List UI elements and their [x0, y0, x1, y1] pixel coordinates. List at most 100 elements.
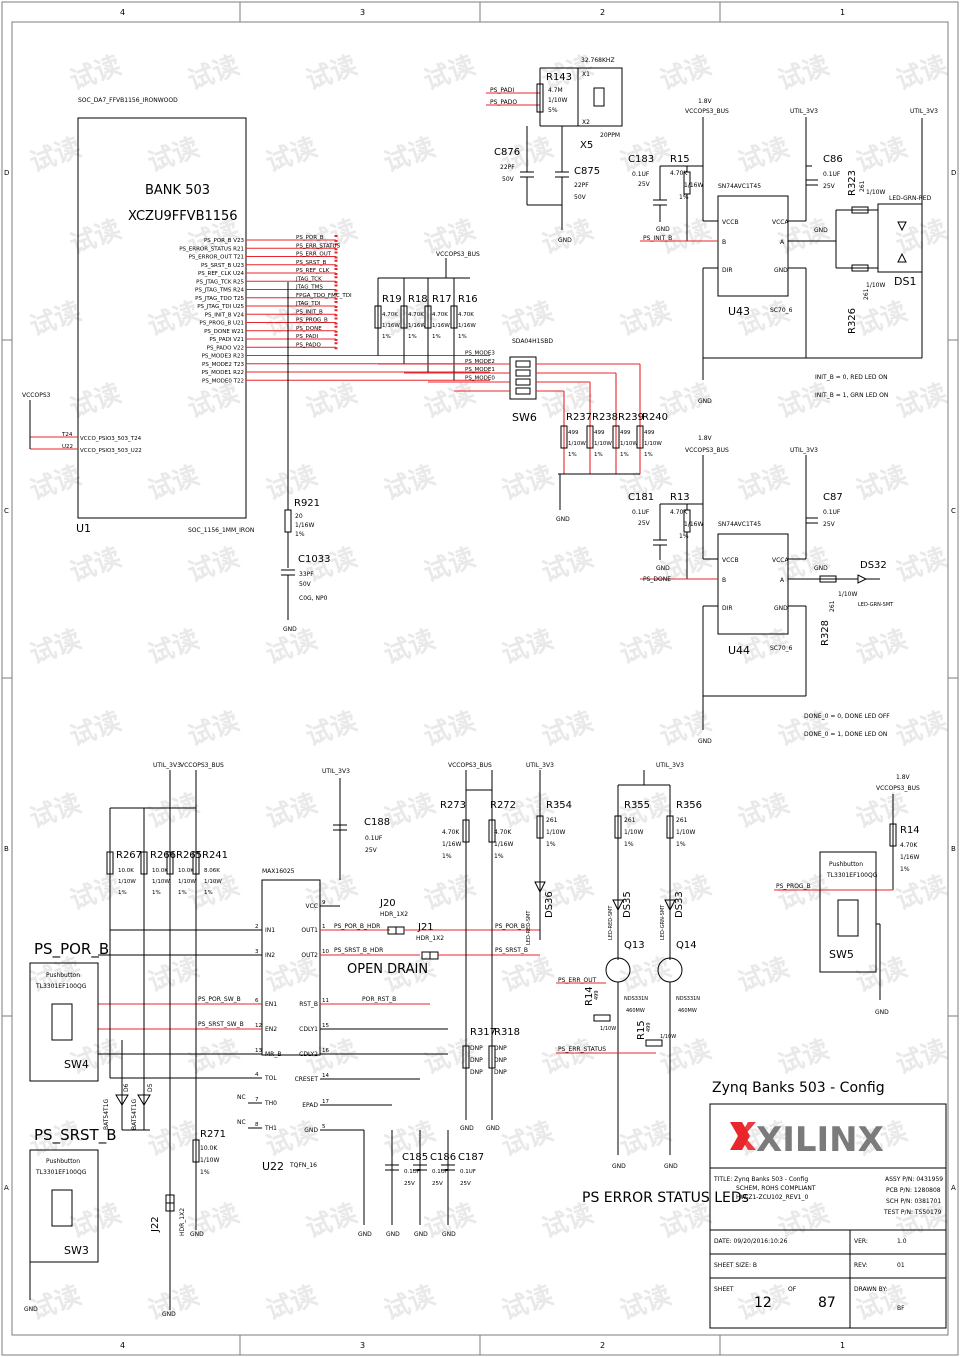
r271-tol: 1%	[200, 1169, 210, 1176]
c875-value: 22PF	[574, 182, 589, 189]
u22-pin-num: 3	[255, 949, 259, 955]
u43-pin: A	[780, 239, 785, 246]
r356-value: 261	[676, 817, 688, 824]
q13-ref: Q13	[624, 940, 645, 951]
r355-ref: R355	[624, 800, 650, 811]
u22-pin: CDLY1	[299, 1026, 318, 1033]
x5-pin: X1	[582, 71, 590, 78]
sw5-pn: TL3301EF100QG	[826, 872, 878, 879]
u44-pin: DIR	[722, 605, 733, 612]
r13-value: 4.70K	[670, 509, 688, 516]
c87-ref: C87	[823, 492, 843, 503]
c181-volt: 25V	[638, 520, 651, 527]
u22-pin-num: 5	[322, 1124, 326, 1130]
sw4-part: Pushbutton	[46, 972, 80, 979]
row-label: A	[4, 1184, 9, 1192]
watermark-text: 试读	[144, 297, 203, 343]
watermark-text: 试读	[616, 1117, 675, 1163]
u22-pin: TH0	[264, 1100, 277, 1107]
watermark-text: 试读	[66, 871, 125, 917]
watermark-text: 试读	[144, 953, 203, 999]
u22-pin: IN2	[265, 952, 275, 959]
gnd-label: GND	[460, 1125, 474, 1132]
watermark-text: 试读	[892, 51, 951, 97]
r356-power: 1/10W	[676, 829, 695, 836]
watermark-text: 试读	[892, 707, 951, 753]
u22-pin: EPAD	[302, 1102, 318, 1109]
gnd-label: GND	[875, 1009, 889, 1016]
u22-pin: EN1	[265, 1001, 277, 1008]
col-label: 3	[360, 1341, 365, 1350]
u43-pkg: SC70_6	[770, 307, 793, 314]
r318-value: DNP	[494, 1057, 507, 1064]
gnd-label: GND	[698, 398, 712, 405]
r356-tol: 1%	[676, 841, 686, 848]
mode-pulldown-spec: 499	[594, 430, 605, 436]
reset-pullup-ref: R266	[150, 850, 176, 861]
u22-pin-num: 17	[322, 1099, 329, 1105]
watermark-text: 试读	[184, 1035, 243, 1081]
col-label: 1	[840, 1341, 845, 1350]
watermark-text: 试读	[538, 707, 597, 753]
watermark-text: 试读	[302, 707, 361, 753]
watermark-text: 试读	[498, 789, 557, 835]
u43-note: INIT_B = 0, RED LED ON	[815, 374, 888, 381]
u44-rail-18: 1.8V	[698, 435, 713, 442]
u43-pin: GND	[774, 267, 788, 274]
u43-level-shifter: 1.8V VCCOPS3_BUS UTIL_3V3 GND C183 0.1UF…	[628, 98, 938, 405]
r15-err-ref: R15	[636, 1020, 647, 1040]
tb-sch: SCH P/N: 0381701	[886, 1198, 941, 1205]
net-label: PS_ERR_OUT	[296, 252, 332, 258]
watermark-text: 试读	[144, 789, 203, 835]
watermark-text: 试读	[66, 51, 125, 97]
r328-value: 261	[829, 600, 836, 612]
xilinx-wordmark: XILINX	[756, 1120, 884, 1160]
reset-pullup-spec: 10.0K	[178, 868, 194, 874]
decap-ref: C185	[402, 1152, 428, 1163]
u22-pin: IN1	[265, 927, 275, 934]
mode-pulldown-spec: 1%	[644, 452, 653, 458]
watermark-text: 试读	[616, 789, 675, 835]
r921-power: 1/16W	[295, 522, 314, 529]
u22-pin: MR_B	[265, 1051, 281, 1058]
u1-pin-label: PS_JTAG_TDI U25	[197, 304, 244, 310]
pullup-resistor	[374, 305, 382, 329]
watermark-text: 试读	[852, 461, 911, 507]
x5-pin: X2	[582, 119, 590, 126]
mode-pulldown-spec: 1/10W	[644, 441, 662, 447]
watermark-text: 试读	[734, 789, 793, 835]
pullup-spec: 1/16W	[458, 323, 476, 329]
pullup-spec: 1%	[382, 334, 391, 340]
watermark-text: 试读	[420, 51, 479, 97]
r13-ref: R13	[670, 492, 690, 503]
u1-vcco-pin: VCCO_PSIO3_503_T24	[80, 436, 142, 442]
tb-ver: 1.0	[897, 1238, 907, 1245]
u22-pin-num: 14	[322, 1073, 329, 1079]
u44-rail-util: UTIL_3V3	[790, 447, 818, 454]
watermark-text: 试读	[420, 871, 479, 917]
mode-pulldown-ref: R239	[618, 412, 644, 423]
mode-net-label: PS_MODE2	[465, 359, 495, 365]
tb-sheet-label: SHEET	[714, 1286, 734, 1293]
r14-err-power: 1/10W	[600, 1026, 616, 1032]
ps-error-status-title: PS ERROR STATUS LEDs	[582, 1190, 749, 1206]
mode-pulldown-ref: R240	[642, 412, 668, 423]
u22-pin-num: 11	[322, 998, 329, 1004]
u43-pin: VCCA	[772, 219, 789, 226]
pullup-spec: 1/16W	[432, 323, 450, 329]
ds1-part: LED-GRN-RED	[889, 195, 932, 202]
decap-volt: 25V	[404, 1181, 415, 1187]
u1-pin-label: PS_PROG_B U21	[199, 321, 244, 327]
decap-volt: 25V	[432, 1181, 443, 1187]
u44-pin: VCCA	[772, 557, 789, 564]
watermark-text: 试读	[302, 379, 361, 425]
watermark-text: 试读	[616, 297, 675, 343]
net-ps-pado: PS_PADO	[490, 99, 517, 106]
j21-part: HDR_1X2	[416, 935, 444, 942]
u1-part-label: XCZU9FFVB1156	[128, 209, 238, 224]
u1-pin-label: PS_INIT_B V24	[205, 312, 245, 318]
mode-net-label: PS_MODE0	[465, 375, 495, 381]
watermark-text: 试读	[852, 953, 911, 999]
tb-of: 87	[818, 1295, 836, 1311]
